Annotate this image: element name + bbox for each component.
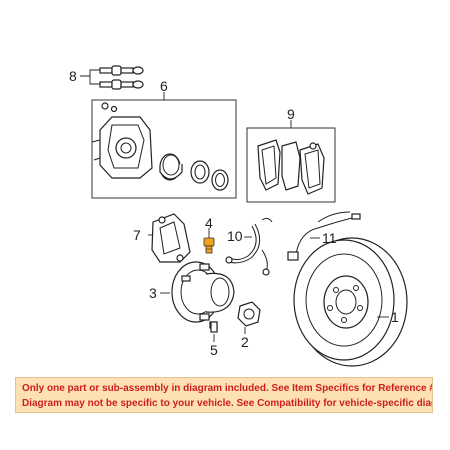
caliper-assembly-part bbox=[91, 92, 237, 199]
hub-nut-part bbox=[237, 301, 261, 334]
callout-4: 4 bbox=[205, 215, 213, 231]
callout-10: 10 bbox=[227, 228, 243, 244]
callout-8: 8 bbox=[69, 68, 77, 84]
notice-line-2: Diagram may not be specific to your vehi… bbox=[22, 398, 433, 409]
notice-line-1: Only one part or sub-assembly in diagram… bbox=[22, 383, 433, 394]
callout-11: 11 bbox=[322, 230, 337, 246]
callout-2: 2 bbox=[241, 334, 249, 350]
caliper-bracket-part bbox=[148, 213, 191, 263]
callout-1: 1 bbox=[391, 309, 399, 325]
callout-3: 3 bbox=[149, 285, 157, 301]
brake-pads-part bbox=[246, 120, 336, 203]
callout-9: 9 bbox=[287, 106, 295, 122]
brake-hose-part bbox=[225, 217, 273, 276]
guide-pins-part bbox=[80, 65, 144, 90]
parts-disclaimer-notice: Only one part or sub-assembly in diagram… bbox=[15, 377, 433, 413]
callout-5: 5 bbox=[210, 342, 218, 358]
caliper-bolt-part bbox=[203, 228, 215, 254]
callout-6: 6 bbox=[160, 78, 168, 94]
wheel-stud-part bbox=[210, 321, 218, 342]
abs-sensor-part bbox=[287, 211, 361, 261]
brake-rotor-part bbox=[293, 237, 408, 367]
callout-7: 7 bbox=[133, 227, 141, 243]
hub-bearing-part bbox=[160, 261, 235, 329]
